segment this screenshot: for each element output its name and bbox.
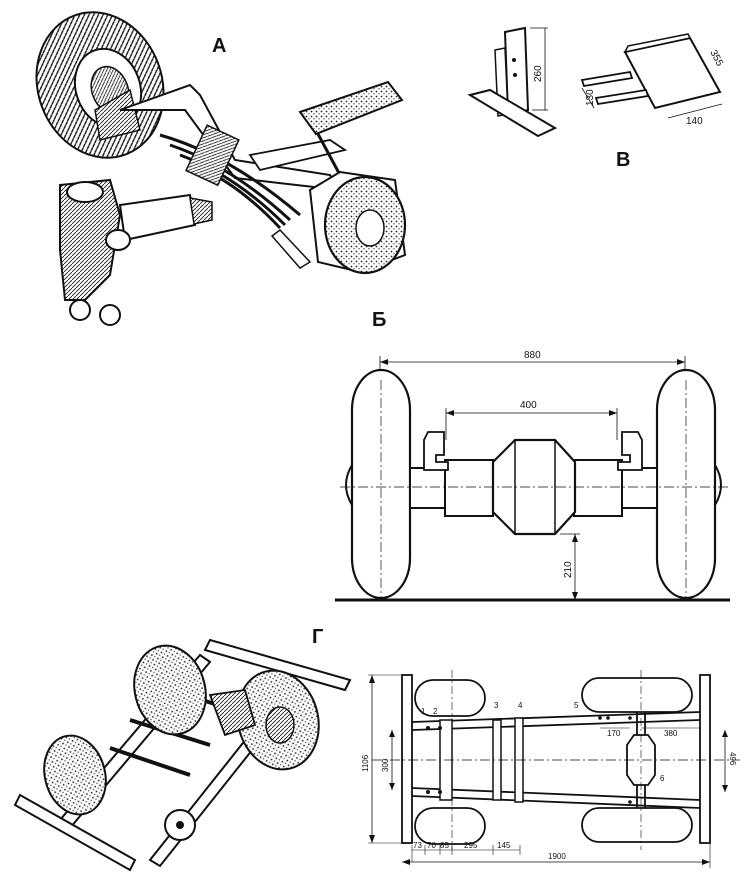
label-g: Г <box>312 626 323 648</box>
dim-85: 85 <box>440 841 449 850</box>
plan-wheel-fr <box>414 807 486 845</box>
axle-beam <box>119 83 343 192</box>
chassis-wheel-rear-left <box>133 644 207 736</box>
dim-145: 145 <box>497 841 511 850</box>
dim-380: 380 <box>664 729 678 738</box>
dim-130: 130 <box>585 89 596 106</box>
dim-170: 170 <box>607 729 621 738</box>
plan-wheel-fl <box>414 679 486 717</box>
dim-880: 880 <box>524 350 541 361</box>
dim-210: 210 <box>563 561 574 578</box>
dim-260: 260 <box>533 65 544 82</box>
dim-1106: 1106 <box>361 754 370 772</box>
front-wheel <box>35 11 165 159</box>
chassis-wheel-front-left <box>43 734 107 816</box>
brake-drum <box>308 170 407 275</box>
plan-wheel-rr <box>581 807 693 843</box>
label-v: В <box>616 149 630 171</box>
footplate <box>298 80 404 136</box>
brackets-detail: 260 355 140 130 В <box>467 26 725 171</box>
dim-73: 73 <box>413 841 422 850</box>
dim-355: 355 <box>707 48 725 68</box>
dim-496: 496 <box>728 752 737 766</box>
callout-5: 5 <box>574 701 579 710</box>
chassis-perspective: Г <box>13 626 352 872</box>
kingpin-bracket <box>94 88 141 141</box>
front-axle-assembly: А <box>35 11 407 326</box>
dim-300: 300 <box>381 758 390 772</box>
dim-140: 140 <box>686 116 703 127</box>
dim-1900: 1900 <box>548 852 566 861</box>
dim-295: 295 <box>464 841 478 850</box>
rear-axle-front-view: Б 880 400 210 <box>335 309 730 602</box>
leaf-spring <box>159 124 312 269</box>
dim-400: 400 <box>520 400 537 411</box>
callout-6: 6 <box>660 774 665 783</box>
chassis-plan-view: 1 2 3 4 5 6 1106 300 496 170 380 73 70 8… <box>361 670 740 868</box>
callout-1: 1 <box>421 707 426 716</box>
label-a: А <box>212 35 226 57</box>
callout-4: 4 <box>518 701 523 710</box>
callout-3: 3 <box>494 701 499 710</box>
steering-knuckle <box>59 178 213 326</box>
label-b: Б <box>372 309 386 331</box>
callout-2: 2 <box>433 707 438 716</box>
plan-wheel-rl <box>581 677 693 713</box>
dim-70: 70 <box>427 841 436 850</box>
